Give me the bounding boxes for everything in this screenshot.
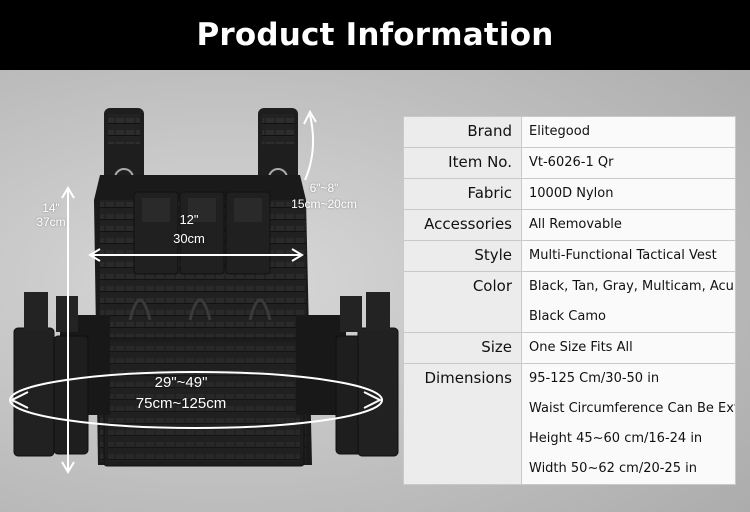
left-side-pouches bbox=[13, 292, 89, 457]
strap-cm: 15cm~20cm bbox=[291, 196, 357, 211]
spec-value: Multi-Functional Tactical Vest bbox=[529, 248, 717, 263]
spec-label: Size bbox=[481, 338, 512, 356]
spec-label: Item No. bbox=[448, 153, 512, 171]
spec-row: Size One Size Fits All bbox=[403, 332, 736, 364]
page-title: Product Information bbox=[196, 17, 554, 53]
spec-row: Accessories All Removable bbox=[403, 209, 736, 241]
width-cm: 30cm bbox=[173, 230, 205, 246]
spec-value: Waist Circumference Can Be Ext bbox=[529, 401, 735, 416]
spec-value-cell: 95-125 Cm/30-50 in Waist Circumference Ca… bbox=[521, 363, 736, 485]
spec-value-cell: One Size Fits All bbox=[521, 332, 736, 364]
spec-label-cell: Brand bbox=[403, 116, 522, 148]
spec-label-cell: Style bbox=[403, 240, 522, 272]
spec-label: Fabric bbox=[467, 184, 512, 202]
measurement-arrows bbox=[9, 109, 383, 474]
spec-row: Brand Elitegood bbox=[403, 116, 736, 148]
waist-dimension-label: 29"~49" 75cm~125cm bbox=[126, 374, 236, 413]
spec-value: All Removable bbox=[529, 217, 622, 232]
mag-pouches bbox=[133, 191, 271, 275]
spec-label: Brand bbox=[467, 122, 512, 140]
spec-label-cell: Fabric bbox=[403, 178, 522, 210]
spec-value: Vt-6026-1 Qr bbox=[529, 155, 614, 170]
right-side-pouches bbox=[335, 292, 399, 457]
spec-value: 1000D Nylon bbox=[529, 186, 614, 201]
spec-label: Style bbox=[474, 246, 512, 264]
spec-value: Black, Tan, Gray, Multicam, Acu, bbox=[529, 279, 735, 294]
spec-label: Accessories bbox=[424, 215, 512, 233]
spec-label-cell: Size bbox=[403, 332, 522, 364]
height-cm: 37cm bbox=[36, 214, 66, 229]
strap-dimension-label: 6"~8" 15cm~20cm bbox=[286, 181, 362, 212]
spec-label-cell: Color bbox=[403, 271, 522, 333]
spec-value-cell: Elitegood bbox=[521, 116, 736, 148]
spec-label: Color bbox=[472, 277, 512, 295]
strap-in: 6"~8" bbox=[309, 181, 339, 195]
waist-cm: 75cm~125cm bbox=[135, 395, 227, 413]
spec-label-cell: Dimensions bbox=[403, 363, 522, 485]
spec-value-cell: Vt-6026-1 Qr bbox=[521, 147, 736, 179]
spec-label-cell: Accessories bbox=[403, 209, 522, 241]
height-dimension-label: 14" 37cm bbox=[28, 201, 74, 230]
waist-in: 29"~49" bbox=[154, 374, 208, 391]
width-in: 12" bbox=[179, 212, 199, 227]
spec-row: Item No. Vt-6026-1 Qr bbox=[403, 147, 736, 179]
spec-value: Black Camo bbox=[529, 309, 606, 324]
vest-illustration bbox=[9, 108, 399, 474]
spec-row: Style Multi-Functional Tactical Vest bbox=[403, 240, 736, 272]
spec-value: Elitegood bbox=[529, 124, 590, 139]
spec-value: 95-125 Cm/30-50 in bbox=[529, 371, 660, 386]
spec-value-cell: 1000D Nylon bbox=[521, 178, 736, 210]
spec-label-cell: Item No. bbox=[403, 147, 522, 179]
spec-label: Dimensions bbox=[424, 369, 512, 387]
spec-value: Height 45~60 cm/16-24 in bbox=[529, 431, 703, 446]
spec-value: Width 50~62 cm/20-25 in bbox=[529, 461, 697, 476]
header-bar: Product Information bbox=[0, 0, 750, 70]
spec-row: Dimensions 95-125 Cm/30-50 in Waist Circum… bbox=[403, 363, 736, 485]
height-in: 14" bbox=[42, 201, 60, 215]
spec-value-cell: All Removable bbox=[521, 209, 736, 241]
spec-value-cell: Black, Tan, Gray, Multicam, Acu, Black Ca… bbox=[521, 271, 736, 333]
spec-row: Fabric 1000D Nylon bbox=[403, 178, 736, 210]
width-dimension-label: 12" 30cm bbox=[162, 212, 216, 247]
spec-value: One Size Fits All bbox=[529, 340, 633, 355]
product-image: 14" 37cm 12" 30cm 6"~8" 15cm~20cm 29"~49… bbox=[0, 70, 400, 512]
spec-value-cell: Multi-Functional Tactical Vest bbox=[521, 240, 736, 272]
